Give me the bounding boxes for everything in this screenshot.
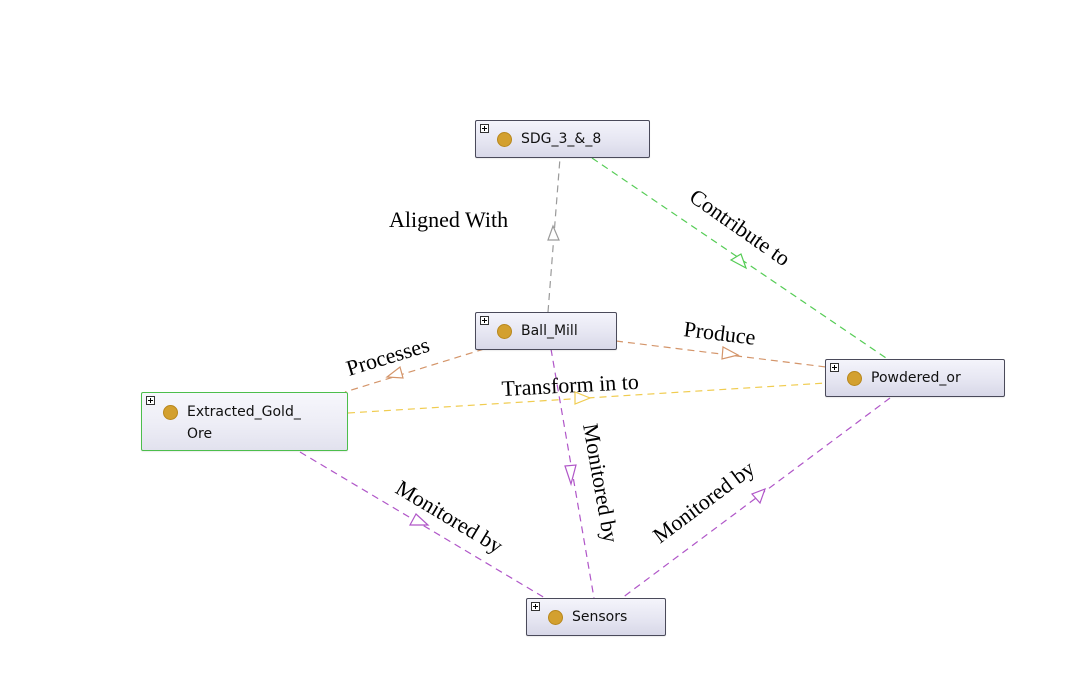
edge-contribute-to[interactable] [591, 157, 887, 359]
edge-label-transform-in-to: Transform in to [501, 369, 639, 401]
expand-plus-icon[interactable] [480, 124, 489, 133]
edge-label-produce: Produce [682, 316, 757, 350]
node-powdered-or[interactable]: Powdered_or [825, 359, 1005, 397]
class-dot-icon [497, 132, 512, 147]
edge-produce[interactable] [615, 340, 827, 368]
edge-label-aligned-with: Aligned With [389, 207, 508, 232]
class-dot-icon [548, 610, 563, 625]
edge-monitored-by-ballmill[interactable] [550, 348, 595, 599]
node-ball-mill[interactable]: Ball_Mill [475, 312, 617, 350]
node-extracted-gold-ore[interactable]: Extracted_Gold_ Ore [141, 392, 348, 451]
node-sensors[interactable]: Sensors [526, 598, 666, 636]
node-label: SDG_3_&_8 [521, 131, 602, 147]
node-label: Powdered_or [871, 370, 961, 386]
node-label: Sensors [572, 609, 628, 625]
expand-plus-icon[interactable] [531, 602, 540, 611]
edge-transform-in-to[interactable] [347, 382, 827, 414]
node-label-line-2: Ore [187, 426, 213, 442]
edge-label-processes: Processes [343, 332, 432, 381]
edge-label-monitored-by-ballmill: Monitored by [578, 422, 624, 545]
edge-monitored-by-powder[interactable] [621, 397, 891, 599]
expand-plus-icon[interactable] [146, 396, 155, 405]
node-sdg[interactable]: SDG_3_&_8 [475, 120, 650, 158]
edge-monitored-by-gold[interactable] [299, 451, 546, 599]
class-dot-icon [497, 324, 512, 339]
edge-processes[interactable] [344, 348, 485, 393]
node-label: Ball_Mill [521, 323, 578, 339]
class-dot-icon [163, 405, 178, 420]
node-label-line-1: Extracted_Gold_ [187, 404, 301, 420]
edge-label-monitored-by-powder: Monitored by [648, 456, 759, 548]
edge-aligned-with[interactable] [547, 157, 561, 313]
class-dot-icon [847, 371, 862, 386]
expand-plus-icon[interactable] [480, 316, 489, 325]
expand-plus-icon[interactable] [830, 363, 839, 372]
